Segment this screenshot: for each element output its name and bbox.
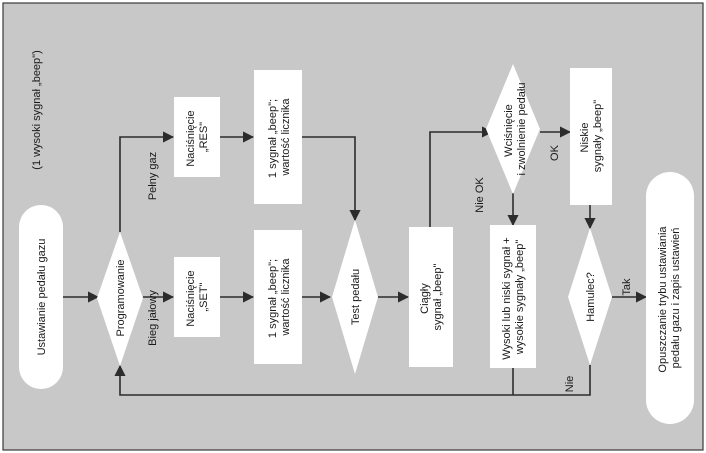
- node-beep-top-label: 1 sygnał „beep"; wartość licznika: [267, 96, 292, 178]
- node-ciagly-label: Ciągły sygnał „beep": [419, 263, 444, 330]
- node-ciagly: Ciągły sygnał „beep": [409, 227, 453, 367]
- node-start-label: Ustawianie pedału gazu: [36, 239, 48, 356]
- decision-programowanie: Programowanie: [97, 232, 143, 366]
- decision-hamulec-label: Hamulec?: [585, 272, 597, 322]
- edge-label-tak: Tak: [621, 278, 633, 296]
- node-wysoki-label: Wysoki lub niski sygnał + wysokie sygnał…: [501, 234, 526, 360]
- edge-label-nie-ok: Nie OK: [474, 177, 486, 213]
- connectors: [63, 126, 648, 396]
- node-beep-bottom: 1 sygnał „beep"; wartość licznika: [254, 230, 302, 364]
- node-niskie: Niskie sygnały „beep": [570, 68, 612, 205]
- edge-label-bieg-jalowy: Bieg jałowy: [147, 290, 159, 346]
- node-wysoki: Wysoki lub niski sygnał + wysokie sygnał…: [490, 225, 536, 368]
- decision-wcisniecie: Wciśnięcie i zwolnienie pedału: [486, 64, 540, 194]
- decision-test: Test pedału: [332, 220, 378, 374]
- node-start: Ustawianie pedału gazu: [19, 205, 63, 389]
- node-beep-bottom-label: 1 sygnał „beep"; wartość licznika: [267, 256, 292, 338]
- node-end: Opuszczanie trybu ustawiania pedału gazu…: [646, 172, 694, 424]
- decision-wcisniecie-label: Wciśnięcie i zwolnienie pedału: [503, 83, 528, 176]
- node-set-label: Naciśnięcie „SET": [185, 267, 210, 326]
- edge-label-pelny-gaz: Pełny gaz: [147, 152, 159, 200]
- edge-label-nie: Nie: [564, 376, 576, 393]
- node-res: Naciśnięcie „RES": [174, 97, 220, 177]
- node-set: Naciśnięcie „SET": [174, 257, 220, 337]
- decision-hamulec: Hamulec?: [568, 228, 612, 365]
- node-beep-top: 1 sygnał „beep"; wartość licznika: [254, 70, 302, 204]
- decision-programowanie-label: Programowanie: [115, 259, 127, 336]
- note-label: (1 wysoki sygnał „beep"): [31, 50, 43, 169]
- decision-test-label: Test pedału: [350, 269, 362, 325]
- node-res-label: Naciśnięcie „RES": [185, 107, 210, 166]
- node-niskie-label: Niskie sygnały „beep": [579, 100, 604, 172]
- node-end-label: Opuszczanie trybu ustawiania pedału gazu…: [657, 223, 682, 372]
- edge-label-ok: OK: [549, 144, 561, 161]
